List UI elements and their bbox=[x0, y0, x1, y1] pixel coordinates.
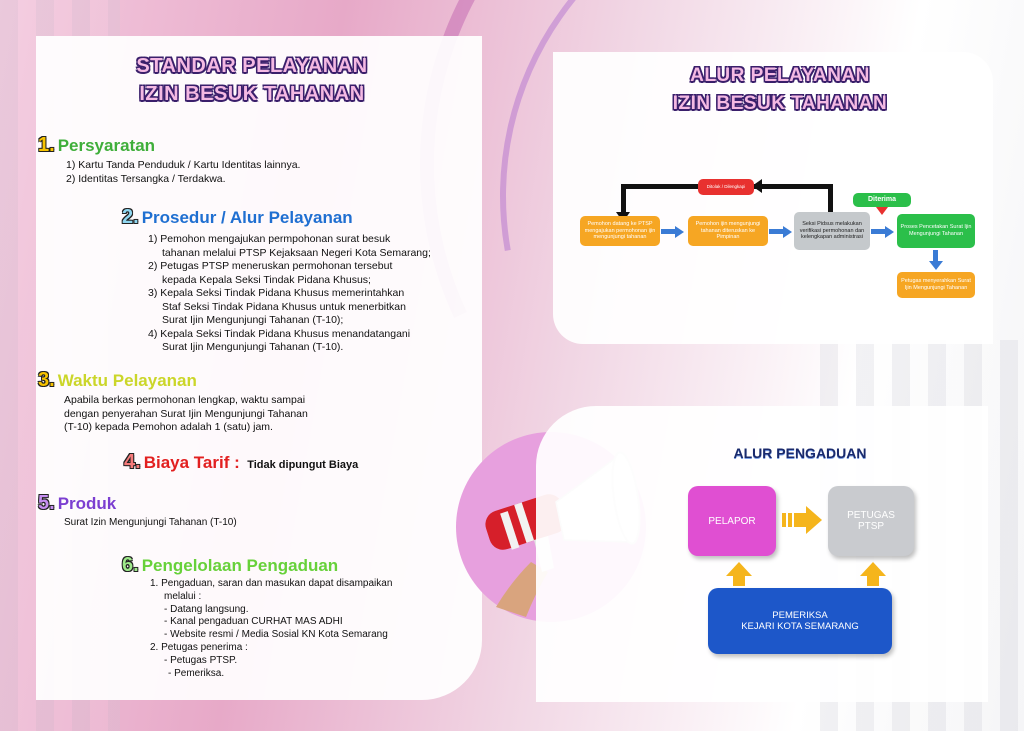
pemeriksa-box: PEMERIKSA KEJARI KOTA SEMARANG bbox=[708, 588, 892, 654]
list-item: dengan penyerahan Surat Ijin Mengunjungi… bbox=[64, 407, 308, 420]
flow-arrow bbox=[769, 229, 783, 234]
section-title: Persyaratan bbox=[57, 136, 156, 155]
biaya-value: Tidak dipungut Biaya bbox=[247, 459, 359, 471]
flow-arrow bbox=[885, 226, 894, 238]
list-item: melalui : bbox=[164, 590, 202, 602]
section-biaya: 4.Biaya Tarif : Tidak dipungut Biaya bbox=[124, 451, 358, 474]
flow-step-4: Proses Pencetakan Surat Ijin Mengunjungi… bbox=[897, 214, 975, 248]
section-number: 2. bbox=[122, 206, 139, 228]
section-title: Produk bbox=[57, 494, 117, 513]
list-item: 4) Kepala Seksi Tindak Pidana Khusus men… bbox=[148, 327, 411, 340]
ditolak-label: Ditolak / Dilengkapi bbox=[698, 179, 754, 195]
flow-step-5: Petugas menyerahkan Surat Ijin Mengunjun… bbox=[897, 272, 975, 298]
flow-step-2: Pemohon ijin mengunjungi tahanan diterus… bbox=[688, 216, 768, 246]
section-persyaratan: 1.Persyaratan 1) Kartu Tanda Penduduk / … bbox=[38, 134, 300, 186]
standar-title: STANDAR PELAYANAN IZIN BESUK TAHANAN bbox=[82, 52, 422, 108]
list-item: - Petugas PTSP. bbox=[164, 654, 238, 666]
section-waktu: 3.Waktu Pelayanan Apabila berkas permoho… bbox=[38, 369, 308, 435]
list-item: 2. Petugas penerima : bbox=[150, 641, 248, 653]
pelapor-box: PELAPOR bbox=[688, 486, 776, 556]
list-item: Apabila berkas permohonan lengkap, waktu… bbox=[64, 394, 306, 406]
list-item: 1) Kartu Tanda Penduduk / Kartu Identita… bbox=[66, 159, 301, 171]
list-item: - Datang langsung. bbox=[164, 603, 249, 615]
list-item: 2) Identitas Tersangka / Terdakwa. bbox=[66, 172, 226, 185]
diterima-arrow bbox=[876, 207, 888, 215]
flow-step-3: Seksi Pidsus melakukan verifikasi permoh… bbox=[794, 212, 870, 250]
flow-step-1: Pemohon datang ke PTSP mengajukan permoh… bbox=[580, 216, 660, 246]
standar-title-line2: IZIN BESUK TAHANAN bbox=[139, 83, 365, 105]
section-number: 3. bbox=[38, 369, 55, 391]
alur-title-line2: IZIN BESUK TAHANAN bbox=[672, 93, 888, 114]
list-item: 2) Petugas PTSP meneruskan permohonan te… bbox=[148, 260, 393, 272]
section-title: Pengelolaan Pengaduan bbox=[141, 556, 339, 575]
list-item: tahanan melalui PTSP Kejaksaan Negeri Ko… bbox=[162, 246, 431, 259]
list-item: Staf Seksi Tindak Pidana Khusus untuk me… bbox=[162, 300, 406, 313]
section-pengaduan: 6.Pengelolaan Pengaduan 1. Pengaduan, sa… bbox=[122, 554, 392, 680]
section-number: 1. bbox=[38, 134, 55, 156]
flow-arrow bbox=[675, 226, 684, 238]
pemeriksa-label: PEMERIKSA bbox=[772, 610, 828, 621]
list-item: 1) Pemohon mengajukan permpohonan surat … bbox=[148, 233, 391, 245]
petugas-box: PETUGAS PTSP bbox=[828, 486, 914, 556]
alur-title: ALUR PELAYANAN IZIN BESUK TAHANAN bbox=[600, 62, 960, 118]
list-item: kepada Kepala Seksi Tindak Pidana Khusus… bbox=[162, 273, 371, 286]
list-item: Surat Ijin Mengunjungi Tahanan (T-10). bbox=[162, 341, 344, 353]
section-title: Biaya Tarif : bbox=[143, 453, 240, 472]
section-title: Prosedur / Alur Pelayanan bbox=[141, 208, 353, 227]
section-produk: 5.Produk Surat Izin Mengunjungi Tahanan … bbox=[38, 492, 237, 530]
section-number: 4. bbox=[124, 451, 141, 473]
pengaduan-title: ALUR PENGADUAN bbox=[733, 445, 867, 461]
list-item: - Kanal pengaduan CURHAT MAS ADHI bbox=[164, 616, 343, 628]
diterima-label: Diterima bbox=[853, 193, 911, 207]
standar-pelayanan-panel bbox=[36, 36, 482, 700]
list-item: - Website resmi / Media Sosial KN Kota S… bbox=[164, 629, 388, 641]
list-item: 1. Pengaduan, saran dan masukan dapat di… bbox=[150, 578, 393, 589]
section-title: Waktu Pelayanan bbox=[57, 371, 197, 390]
petugas-label: PETUGAS bbox=[847, 510, 895, 521]
flow-arrow-down bbox=[933, 250, 938, 262]
section-number: 5. bbox=[38, 492, 55, 514]
flow-arrow bbox=[871, 229, 885, 234]
alur-title-line1: ALUR PELAYANAN bbox=[690, 65, 870, 86]
flow-arrow bbox=[783, 226, 792, 238]
list-item: Surat Izin Mengunjungi Tahanan (T-10) bbox=[64, 517, 237, 528]
section-number: 6. bbox=[122, 554, 139, 576]
flow-arrow bbox=[661, 229, 675, 234]
list-item: 3) Kepala Seksi Tindak Pidana Khusus mem… bbox=[148, 287, 405, 299]
petugas-label: PTSP bbox=[857, 521, 885, 532]
pemeriksa-label: KEJARI KOTA SEMARANG bbox=[741, 621, 859, 632]
list-item: - Pemeriksa. bbox=[168, 667, 225, 679]
pelapor-label: PELAPOR bbox=[708, 515, 756, 527]
list-item: Surat Ijin Mengunjungi Tahanan (T-10); bbox=[162, 314, 344, 326]
section-prosedur: 2.Prosedur / Alur Pelayanan 1) Pemohon m… bbox=[122, 206, 431, 355]
standar-title-line1: STANDAR PELAYANAN bbox=[136, 55, 368, 77]
list-item: (T-10) kepada Pemohon adalah 1 (satu) ja… bbox=[64, 421, 273, 433]
flow-arrow-down bbox=[929, 261, 943, 270]
